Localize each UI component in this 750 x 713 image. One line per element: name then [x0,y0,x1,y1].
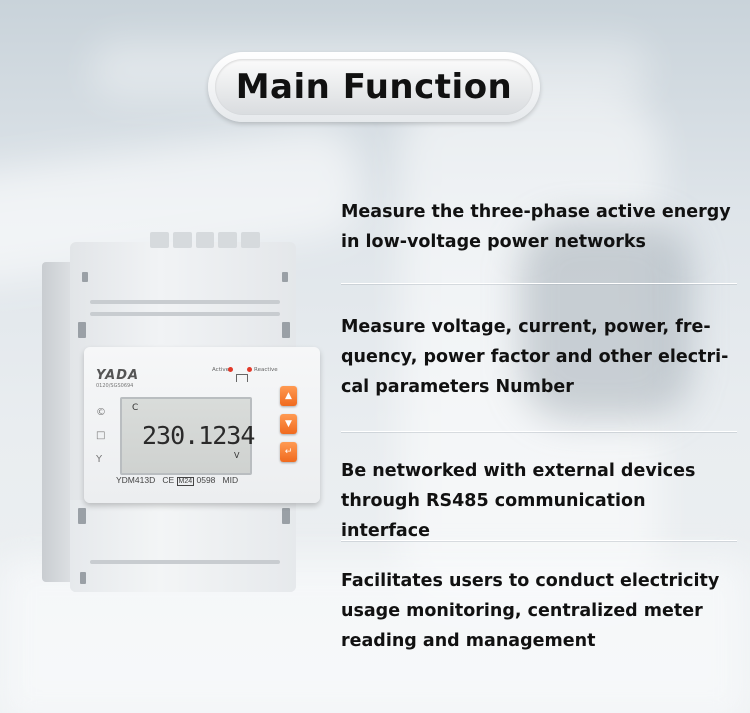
title-pill-inner: Main Function [215,59,533,115]
meter-tab [282,272,288,282]
meter-tab [80,572,86,584]
meter-model: YDM413D [116,475,156,485]
background-blur [520,220,690,420]
led-label-active: Active [212,367,230,373]
square-icon: □ [96,430,106,441]
title-pill: Main Function [208,52,540,122]
feature-divider [341,540,737,541]
meter-side [42,262,72,582]
m24-mark: M24 [176,477,195,486]
feature-divider [341,283,737,284]
feature-text: Measure the three-phase active energy in… [341,202,731,252]
lcd-prefix: C [132,403,139,413]
pulse-icon [236,374,248,382]
meter-cert: 0598 [196,475,216,485]
feature-divider [341,431,737,432]
meter-brand-sub: 0120/SGS0694 [96,383,134,389]
mid-mark: MID [222,475,239,485]
enter-icon: ↵ [280,442,297,462]
meter-rib [90,560,280,564]
feature-text: Measure voltage, current, power, fre- qu… [341,317,729,397]
ce-mark: CE [162,475,175,485]
meter-rib [90,312,280,316]
background-blur [400,90,660,610]
feature-text: Be networked with external devices throu… [341,461,696,541]
meter-tab [78,508,86,524]
page-title: Main Function [235,67,513,107]
led-label-reactive: Reactive [254,367,278,373]
led-reactive-icon [247,367,252,372]
meter-brand-logo: YADA [96,368,140,383]
feature-text: Facilitates users to conduct electricity… [341,571,720,651]
lcd-display: C 230.1234 V [120,397,255,475]
copyright-icon: © [96,407,106,418]
meter-lower-body [70,500,296,592]
down-arrow-icon: ▼ [280,414,297,434]
meter-tab [282,322,290,338]
meter-rib [90,300,280,304]
lcd-reading: 230.1234 [142,421,255,450]
lcd-unit: V [234,451,240,460]
led-active-icon [228,367,233,372]
meter-tab [78,322,86,338]
up-arrow-icon: ▲ [280,386,297,406]
meter-top-slots [150,232,260,248]
meter-tab [82,272,88,282]
meter-model-line: YDM413D CE M24 0598 MID [116,475,239,486]
meter-tab [282,508,290,524]
wye-icon: Y [96,454,103,465]
